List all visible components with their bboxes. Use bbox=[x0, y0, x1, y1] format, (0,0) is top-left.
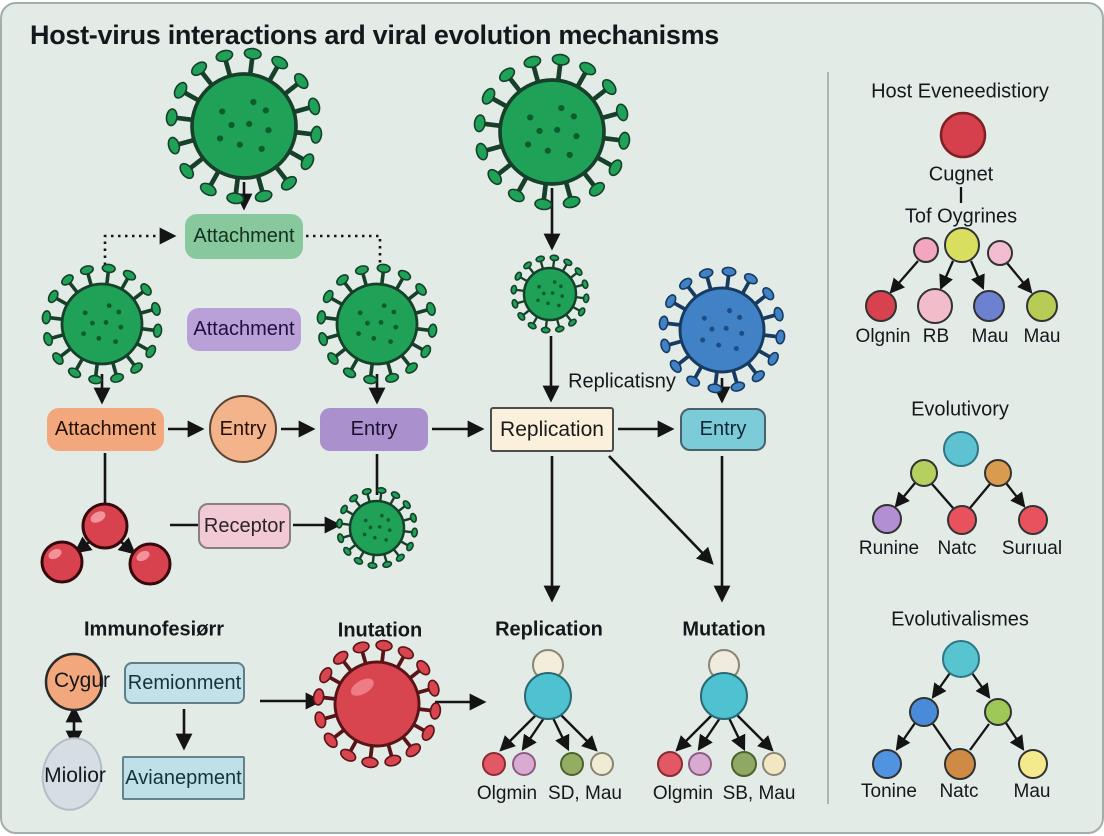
cygur-circle bbox=[44, 652, 104, 712]
host-tree-root-label: Cugnet bbox=[928, 163, 994, 186]
host-tree-leaf-label: Mau bbox=[1023, 326, 1061, 347]
replicatisny-label: Replicatisny bbox=[568, 370, 676, 393]
evolutivalismes-tree bbox=[895, 672, 1025, 751]
host-tree-heading: Host Eveneedistiory bbox=[871, 80, 1049, 103]
avianepment-box: Avianepment bbox=[122, 756, 245, 800]
replication-box: Replication bbox=[490, 407, 614, 452]
mutation-tree-nodes bbox=[657, 649, 786, 777]
receptor-molecule-icon bbox=[40, 502, 172, 586]
attachment-box-purple: Attachment bbox=[187, 308, 301, 351]
evolutivalismes-leaf-label: Mau bbox=[1013, 781, 1051, 802]
coronavirus-red-icon bbox=[312, 639, 442, 769]
immuno-heading: Immunofesiørr bbox=[83, 618, 225, 641]
mutation-tree-heading: Mutation bbox=[682, 618, 766, 641]
evolutivalismes-tree-nodes bbox=[872, 640, 1048, 780]
coronavirus-green-icon bbox=[165, 47, 323, 205]
diagram-artwork bbox=[40, 47, 1058, 811]
evolutivory-heading: Evolutivory bbox=[911, 398, 1009, 421]
evolutivalismes-leaf-label: Natc bbox=[939, 781, 979, 802]
evolutivory-tree-nodes bbox=[872, 431, 1048, 535]
evolutivory-leaf-label: Surıual bbox=[1001, 538, 1063, 559]
host-tree-leaf-label: RB bbox=[922, 326, 950, 347]
coronavirus-green-icon bbox=[510, 254, 590, 334]
host-tree-leaf-label: Mau bbox=[971, 326, 1009, 347]
evolutivalismes-leaf-label: Tonine bbox=[861, 781, 917, 802]
replication-tree-nodes bbox=[482, 649, 614, 776]
entry-box-purple: Entry bbox=[320, 408, 428, 451]
host-tree bbox=[889, 187, 1033, 294]
evolutivalismes-heading: Evolutivalismes bbox=[891, 608, 1029, 631]
miolior-label: Miolior bbox=[44, 764, 106, 787]
page-title: Host-virus interactions ard viral evolut… bbox=[30, 20, 720, 50]
replication-leaf-label: SD, Mau bbox=[548, 783, 622, 804]
remionment-box: Remionment bbox=[124, 662, 245, 704]
miolior-blob bbox=[41, 737, 103, 811]
bottom-tree-arrows bbox=[499, 714, 774, 752]
entry-circle: Entry bbox=[209, 395, 277, 463]
host-tree-branch-label: Tof Oygrines bbox=[904, 205, 1018, 228]
coronavirus-blue-icon bbox=[658, 266, 786, 394]
coronavirus-green-icon bbox=[316, 263, 438, 385]
mutation-leaf-label: Olgmin bbox=[652, 783, 714, 804]
mutation-leaf-label: SB, Mau bbox=[722, 783, 796, 804]
attachment-box-green: Attachment bbox=[185, 214, 303, 259]
evolutivory-leaf-label: Runine bbox=[858, 538, 920, 559]
evolutivory-leaf-label: Natc bbox=[937, 538, 977, 559]
replication-leaf-label: Olgmin bbox=[476, 783, 538, 804]
cygur-label: Cygur bbox=[53, 669, 111, 692]
coronavirus-green-icon bbox=[473, 53, 631, 211]
attachment-box-orange: Attachment bbox=[47, 408, 164, 451]
host-tree-nodes bbox=[865, 111, 1058, 324]
entry-box-teal: Entry bbox=[680, 408, 766, 451]
evolutivory-tree bbox=[894, 482, 1026, 509]
coronavirus-green-icon bbox=[335, 486, 419, 570]
host-tree-leaf-label: Olgnin bbox=[855, 326, 911, 347]
replication-tree-heading: Replication bbox=[495, 618, 603, 641]
receptor-box: Receptor bbox=[198, 503, 291, 549]
coronavirus-green-icon bbox=[41, 263, 163, 385]
inutation-heading: Inutation bbox=[337, 619, 423, 642]
